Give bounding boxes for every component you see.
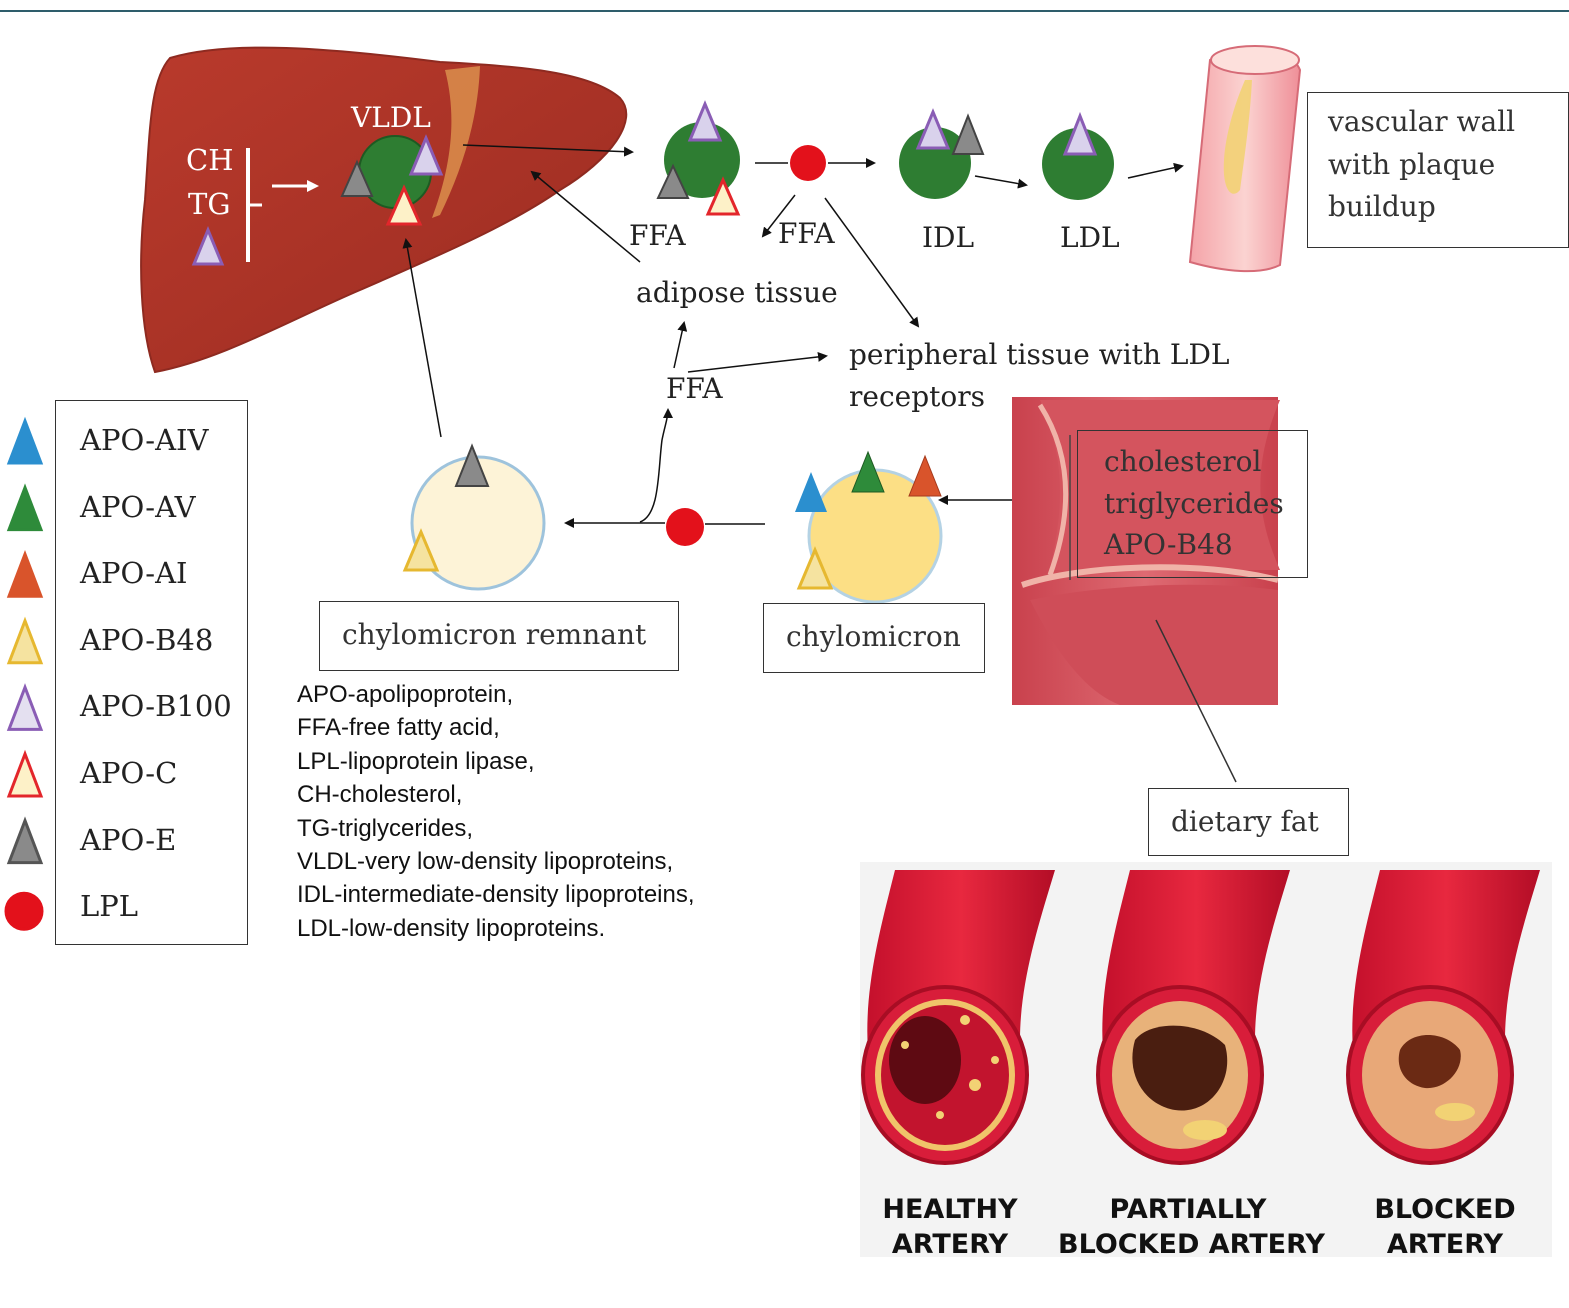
abbreviation-item: VLDL-very low-density lipoproteins,: [297, 848, 674, 876]
legend-label-apo-b48: APO-B48: [80, 622, 214, 657]
tg-label: TG: [188, 187, 231, 221]
partially-blocked-caption-line2: BLOCKED ARTERY: [1058, 1229, 1325, 1260]
partially-blocked-caption-line1: PARTIALLY: [1109, 1194, 1267, 1225]
chylomicron-label: chylomicron: [786, 620, 961, 653]
abbreviation-list: APO-apolipoprotein, FFA-free fatty acid, L…: [297, 678, 695, 945]
blocked-artery-caption-line1: BLOCKED: [1374, 1194, 1516, 1225]
chylomicron-remnant-box: chylomicron remnant: [319, 601, 679, 671]
intestine-line3: APO-B48: [1104, 528, 1233, 561]
abbreviation-item: CH-cholesterol,: [297, 781, 463, 809]
blocked-artery-caption: BLOCKED ARTERY: [1370, 1192, 1520, 1262]
legend-icon-apo-e: [6, 816, 44, 865]
legend-icon-apo-aiv: [6, 416, 44, 465]
dietary-fat-label: dietary fat: [1171, 805, 1319, 838]
intestine-line1: cholesterol: [1104, 445, 1262, 478]
partially-blocked-artery-caption: PARTIALLY BLOCKED ARTERY: [1058, 1192, 1325, 1262]
legend-icon-apo-c: [6, 749, 44, 798]
vascular-wall-line3: buildup: [1328, 190, 1436, 223]
legend-label-apo-c: APO-C: [80, 756, 178, 790]
intestine-contents-box: cholesterol triglycerides APO-B48: [1077, 430, 1308, 578]
ffa-label-left: FFA: [629, 219, 686, 252]
healthy-artery-caption-line2: ARTERY: [891, 1229, 1009, 1260]
chylomicron-remnant-label: chylomicron remnant: [342, 618, 647, 651]
ffa-label-center: FFA: [666, 372, 723, 405]
vascular-wall-line1: vascular wall: [1328, 105, 1516, 138]
abbreviation-item: TG-triglycerides,: [297, 814, 474, 842]
abbreviation-item: FFA-free fatty acid,: [297, 714, 500, 742]
chylomicron-remnant-particle: [402, 443, 546, 591]
peripheral-tissue-label-line1: peripheral tissue with LDL: [849, 338, 1230, 371]
legend-label-lpl: LPL: [80, 889, 139, 924]
legend-icon-lpl: [4, 891, 44, 931]
vascular-wall-box: vascular wall with plaque buildup: [1307, 92, 1569, 248]
dietary-fat-box: dietary fat: [1148, 788, 1349, 856]
lpl-dot-lower: [666, 508, 704, 546]
legend-icon-apo-av: [6, 483, 44, 532]
peripheral-tissue-label-line2: receptors: [849, 380, 985, 413]
abbreviation-item: LDL-low-density lipoproteins.: [297, 914, 606, 942]
abbreviation-item: APO-apolipoprotein,: [297, 681, 514, 708]
artery-comparison-illustration: [860, 862, 1552, 1257]
legend-icon-apo-b48: [6, 616, 44, 665]
vascular-wall-line2: with plaque: [1328, 148, 1496, 181]
adipose-tissue-label: adipose tissue: [636, 276, 838, 309]
abbreviation-item: IDL-intermediate-density lipoproteins,: [297, 881, 695, 909]
ffa-label-right: FFA: [778, 217, 835, 250]
legend-icons: [4, 416, 44, 931]
legend-box: [55, 400, 248, 945]
legend-label-apo-av: APO-AV: [80, 489, 196, 524]
vldl-label: VLDL: [350, 101, 431, 134]
blocked-artery-caption-line2: ARTERY: [1386, 1229, 1504, 1260]
intestine-illustration: [1012, 397, 1280, 783]
lpl-dot-upper: [790, 145, 826, 181]
intestine-line2: triglycerides: [1104, 487, 1284, 520]
legend-label-apo-e: APO-E: [80, 822, 177, 857]
ch-label: CH: [186, 143, 233, 177]
legend-label-apo-ai: APO-AI: [80, 556, 188, 591]
chylomicron-box: chylomicron: [763, 603, 985, 673]
legend-icon-apo-ai: [6, 549, 44, 598]
idl-label: IDL: [922, 221, 974, 254]
healthy-artery-caption: HEALTHY ARTERY: [880, 1192, 1020, 1262]
vldl-particle: [191, 134, 444, 266]
legend-label-apo-aiv: APO-AIV: [80, 423, 209, 457]
liver-illustration: [140, 46, 628, 374]
top-border-line: [0, 10, 1569, 12]
idl-particle: [899, 108, 985, 199]
legend-icon-apo-b100: [6, 683, 44, 731]
ldl-particle: [1042, 111, 1114, 200]
ldl-label: LDL: [1060, 221, 1120, 254]
abbreviation-item: LPL-lipoprotein lipase,: [297, 747, 535, 775]
healthy-artery-caption-line1: HEALTHY: [882, 1194, 1018, 1225]
chylomicron-particle: [795, 450, 943, 604]
vldl-lipolysis-particle: [656, 100, 741, 216]
legend-label-apo-b100: APO-B100: [80, 689, 232, 724]
vessel-plaque-illustration: [1188, 45, 1302, 273]
